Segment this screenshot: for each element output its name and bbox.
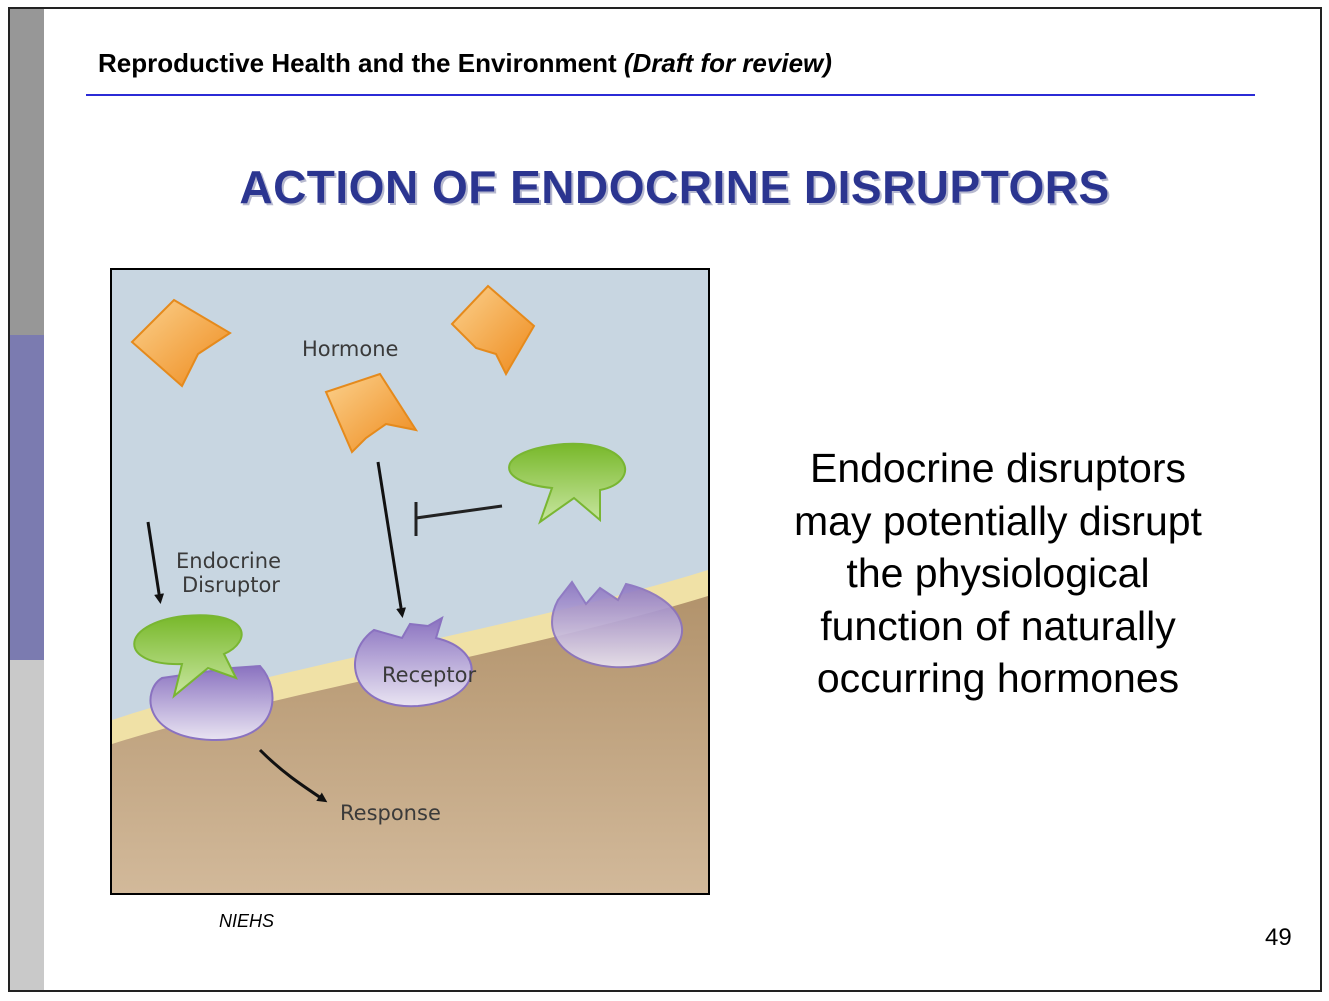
receptor-left bbox=[149, 664, 274, 742]
figure-illustration: Hormone Endocrine Disruptor Receptor Res… bbox=[112, 270, 708, 893]
hormone-shape-3 bbox=[324, 372, 419, 454]
header-rule bbox=[86, 94, 1255, 96]
disruptor-shape-bound bbox=[133, 614, 243, 699]
hormone-arrow bbox=[376, 461, 407, 618]
side-bar-top bbox=[10, 9, 44, 335]
body-text: Endocrine disruptors may potentially dis… bbox=[794, 445, 1202, 701]
source-credit: NIEHS bbox=[219, 911, 275, 931]
header-title: Reproductive Health and the Environment … bbox=[98, 48, 832, 79]
slide-title: ACTION OF ENDOCRINE DISRUPTORS bbox=[239, 161, 1110, 213]
hormone-shape-2 bbox=[450, 284, 536, 377]
draft-note: (Draft for review) bbox=[623, 48, 832, 78]
inhibition-line bbox=[415, 504, 503, 520]
disruptor-label-line2: Disruptor bbox=[182, 573, 280, 597]
endocrine-disruptor-figure: Hormone Endocrine Disruptor Receptor Res… bbox=[110, 268, 710, 895]
receptor-label: Receptor bbox=[382, 663, 476, 687]
hormone-shape-1 bbox=[130, 298, 232, 388]
header-title-text: Reproductive Health and the Environment bbox=[98, 48, 617, 78]
side-bar-bottom bbox=[10, 660, 44, 990]
cell-interior bbox=[112, 596, 708, 893]
disruptor-label-line1: Endocrine bbox=[176, 549, 281, 573]
hormone-label: Hormone bbox=[302, 337, 398, 361]
page-number: 49 bbox=[1265, 924, 1292, 951]
receptor-middle bbox=[354, 615, 473, 708]
disruptor-shape-free bbox=[508, 442, 627, 525]
response-arrow bbox=[258, 748, 328, 803]
side-bar-middle bbox=[10, 335, 44, 660]
receptor-right bbox=[551, 580, 684, 669]
response-label: Response bbox=[340, 801, 441, 825]
disruptor-arrow bbox=[146, 521, 165, 604]
